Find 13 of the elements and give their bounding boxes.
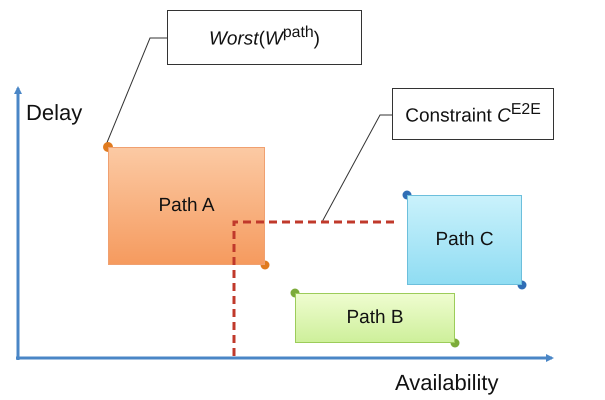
path-label: Path B	[346, 307, 404, 329]
path-box	[295, 293, 455, 343]
formula-callout	[167, 10, 362, 65]
axis-label: Availability	[395, 370, 499, 396]
axis-label: Delay	[26, 100, 82, 126]
formula-text: Worst(W$^{path}$)	[208, 24, 320, 51]
path-label: Path A	[158, 195, 214, 217]
formula-text: Constraint C$^{E2E}$	[405, 100, 541, 128]
leader-line	[322, 114, 392, 222]
path-box	[108, 147, 265, 265]
path-label: Path C	[435, 229, 494, 251]
constraint-callout	[392, 88, 554, 140]
path-box	[407, 195, 522, 285]
